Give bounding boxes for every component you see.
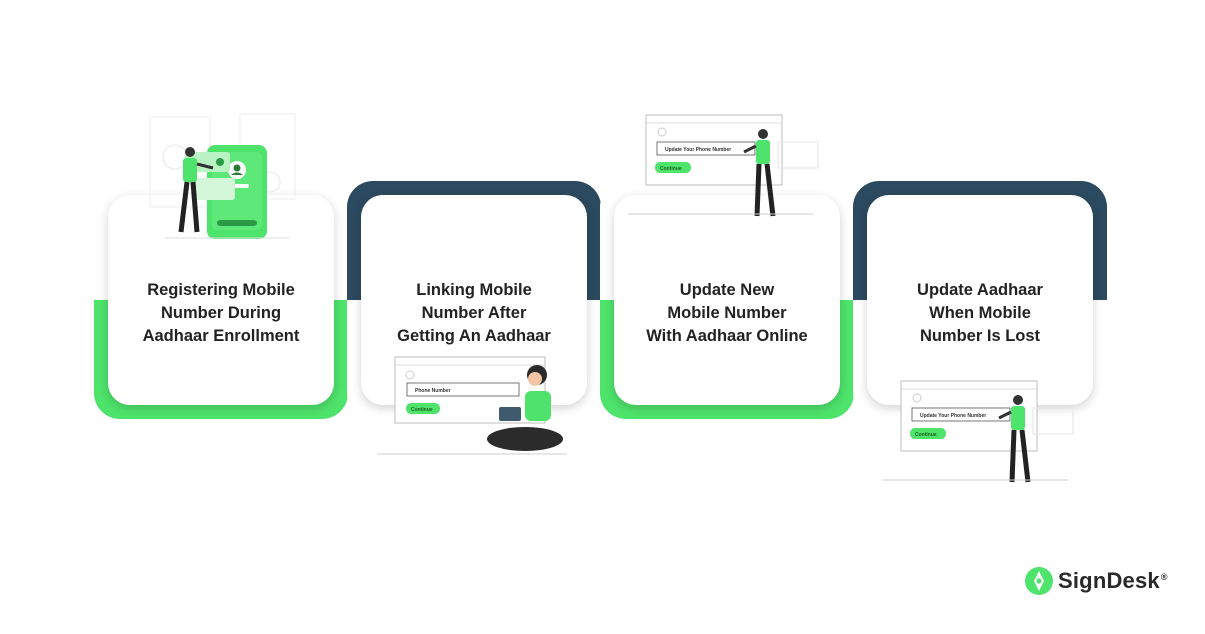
card-title: Update Aadhaar When Mobile Number Is Los… [917,281,1043,345]
card-body: Update Aadhaar When Mobile Number Is Los… [867,195,1093,405]
continue-button-text: Continue [915,432,937,438]
update-field-text: Update Your Phone Number [665,147,731,153]
card-body: Linking Mobile Number After Getting An A… [361,195,587,405]
signdesk-logo-icon [1025,567,1053,595]
update-online-illustration: Update Your Phone Number Continue [628,114,819,217]
continue-button-text: Continue [660,166,682,172]
step-card-2: Linking Mobile Number After Getting An A… [347,181,601,419]
card-title: Update New Mobile Number With Aadhaar On… [646,281,808,345]
brand-name: SignDesk® [1058,568,1168,593]
linking-illustration: Phone Number Continue [377,356,567,455]
card-title: Linking Mobile Number After Getting An A… [397,281,551,345]
signdesk-logo: SignDesk® [1024,566,1168,596]
registered-mark: ® [1160,571,1168,582]
card-body: Update New Mobile Number With Aadhaar On… [614,195,840,405]
step-card-4: Update Aadhaar When Mobile Number Is Los… [853,181,1107,419]
phone-field-text: Phone Number [415,388,451,394]
continue-button-text: Continue [411,407,433,413]
phone-registration-illustration [149,113,296,239]
step-card-3: Update New Mobile Number With Aadhaar On… [600,181,854,419]
update-field-text: Update Your Phone Number [920,413,986,419]
card-title: Registering Mobile Number During Aadhaar… [142,281,300,345]
lost-mobile-illustration: Update Your Phone Number Continue [883,380,1074,483]
